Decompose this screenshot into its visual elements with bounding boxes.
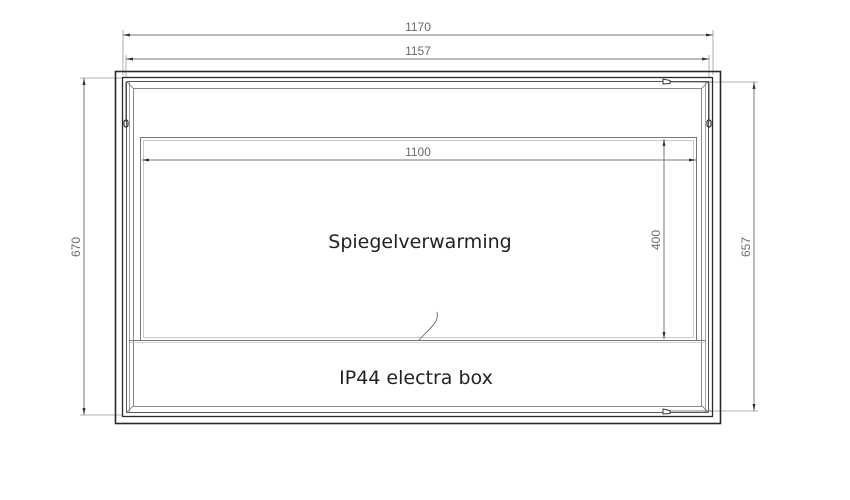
dimension-heater-width: 1100	[142, 145, 696, 162]
dimension-outer-height: 670	[69, 77, 123, 416]
power-cable-icon	[418, 311, 438, 341]
heater-label: Spiegelverwarming	[328, 231, 511, 253]
dimension-inner-width: 1157	[125, 44, 710, 78]
outer-width-label: 1170	[405, 20, 431, 34]
inner-height-label: 657	[739, 237, 753, 257]
heater-width-label: 1100	[405, 145, 431, 159]
inner-width-label: 1157	[405, 44, 431, 58]
outer-height-label: 670	[69, 237, 83, 257]
dimension-outer-width: 1170	[122, 20, 714, 75]
dimension-heater-height: 400	[649, 139, 666, 339]
mirror-frame	[114, 70, 722, 425]
electra-box-label: IP44 electra box	[339, 367, 493, 389]
heater-height-label: 400	[649, 230, 663, 250]
mounting-hook-right-icon	[706, 82, 712, 128]
electra-box	[129, 340, 705, 343]
mounting-clip-bottom-icon	[662, 408, 712, 415]
mounting-clip-top-icon	[662, 78, 712, 85]
mounting-hook-left-icon	[123, 82, 129, 128]
